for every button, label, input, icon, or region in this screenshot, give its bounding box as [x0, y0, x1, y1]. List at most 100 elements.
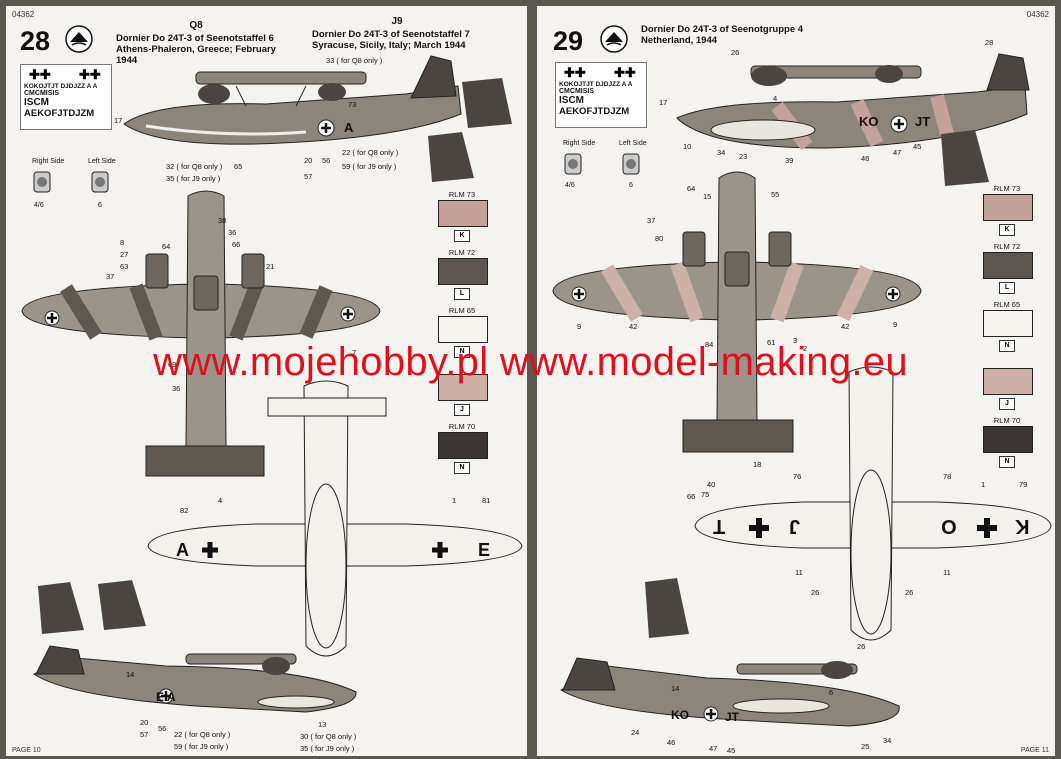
- callout: 64: [687, 184, 696, 193]
- callout: 80: [655, 234, 664, 243]
- step-number: 28: [20, 26, 51, 56]
- bottom-view: [147, 380, 523, 657]
- instruction-page-right: 04362 29 Dornier Do 24T-3 of Seenotgrupp…: [537, 6, 1055, 756]
- fuselage-code: KO: [859, 114, 879, 129]
- wing-code: E: [478, 540, 491, 560]
- sight-number: 4/6: [565, 182, 575, 189]
- side-profile-bottom: [32, 645, 357, 713]
- paint-symbol: N: [999, 340, 1015, 352]
- side-profile-top: [676, 53, 1030, 151]
- callout: 24: [631, 728, 640, 737]
- top-view: [21, 190, 381, 477]
- callout: 46: [861, 154, 870, 163]
- decal-row: KOKOJTJT DJDJZZ A A: [559, 81, 633, 88]
- paint-label: RLM 73: [448, 190, 476, 199]
- callout: 2: [803, 344, 808, 353]
- callout: 9: [577, 322, 582, 331]
- callout: 11: [795, 568, 803, 577]
- callout: 36: [228, 228, 237, 237]
- paint-swatch: [983, 194, 1033, 221]
- fuselage-code: E A: [156, 690, 176, 704]
- callout: 1: [981, 480, 986, 489]
- callout: 47: [893, 148, 902, 157]
- wing-code: T: [713, 515, 726, 537]
- callout: 63: [120, 262, 129, 271]
- paint-label: RLM 65: [993, 300, 1021, 309]
- callout: 45: [727, 746, 736, 755]
- paint-symbol: N: [454, 346, 470, 358]
- bottom-view: [694, 366, 1052, 641]
- callout: 81: [482, 496, 491, 505]
- callout: 4: [218, 496, 223, 505]
- callout: 75: [701, 490, 710, 499]
- sight-left-label: Left Side: [88, 158, 116, 165]
- fuselage-code: KO: [671, 708, 689, 722]
- decal-row: KOKOJTJT DJDJZZ A A: [24, 83, 98, 90]
- callout: 26: [905, 588, 914, 597]
- paint-swatch: [983, 310, 1033, 337]
- callout: 55: [771, 190, 780, 199]
- aircraft-profiles-right: [552, 53, 1052, 727]
- callout: 46: [667, 738, 676, 747]
- callout: 33 ( for Q8 only ): [326, 56, 383, 65]
- callout: 47: [709, 744, 718, 753]
- page-number: PAGE 10: [12, 747, 41, 754]
- fuselage-code: JT: [725, 710, 740, 724]
- paint-swatch: [983, 368, 1033, 395]
- callout: 21: [266, 262, 275, 271]
- callout: 64: [162, 242, 171, 251]
- paint-label: RLM 65: [448, 306, 476, 315]
- callout: 57: [304, 172, 313, 181]
- callout: 76: [793, 472, 802, 481]
- callout: 34: [883, 736, 892, 745]
- kit-number: 04362: [12, 10, 35, 19]
- callout: 6: [829, 688, 834, 697]
- callout: 35 ( for J9 only ): [300, 744, 355, 753]
- decal-row: CMCMISIS: [24, 90, 59, 97]
- tail-fin-detail: [645, 130, 989, 638]
- paint-swatch: [438, 200, 488, 227]
- location-line: Athens-Phaleron, Greece; February 1944: [116, 44, 276, 66]
- callout: 45: [913, 142, 922, 151]
- wing-code: O: [941, 515, 957, 537]
- callout: 20: [140, 718, 149, 727]
- gun-sight-icon: [564, 153, 640, 175]
- callout: 7: [352, 348, 357, 357]
- variant-code: J9: [391, 16, 403, 27]
- paint-swatch: [438, 258, 488, 285]
- callout: 79: [1019, 480, 1028, 489]
- variant-code: Q8: [189, 20, 203, 31]
- sight-number: 6: [629, 182, 633, 189]
- callout: 37: [647, 216, 656, 225]
- callout: 1: [452, 496, 457, 505]
- decal-row: CMCMISIS: [559, 88, 594, 95]
- paint-label: RLM 70: [993, 416, 1021, 425]
- callout: 65: [234, 162, 243, 171]
- kit-number: 04362: [1026, 10, 1049, 19]
- callout: 57: [140, 730, 149, 739]
- sight-left-label: Left Side: [619, 140, 647, 147]
- callout: 13: [318, 720, 327, 729]
- aircraft-line: Dornier Do 24T-3 of Seenotstaffel 7: [312, 29, 470, 40]
- callout: 4: [773, 94, 778, 103]
- paint-symbol: N: [999, 456, 1015, 468]
- aircraft-line: Dornier Do 24T-3 of Seenotstaffel 6: [116, 33, 274, 44]
- paint-symbol: N: [454, 462, 470, 474]
- callout: 37: [106, 272, 115, 281]
- seenot-emblem-icon: [65, 25, 93, 53]
- sight-right-label: Right Side: [32, 158, 65, 165]
- callout: 26: [731, 48, 740, 57]
- paint-symbol: J: [454, 404, 470, 416]
- top-view: [552, 171, 922, 453]
- callout: 26: [811, 588, 820, 597]
- callout: 26: [857, 642, 866, 651]
- paint-swatch: [438, 316, 488, 343]
- callout: 66: [232, 240, 241, 249]
- paint-symbol: J: [999, 398, 1015, 410]
- callout: 34: [717, 148, 726, 157]
- callout: 25: [861, 742, 870, 751]
- callout: 14: [671, 684, 680, 693]
- sight-right-label: Right Side: [563, 140, 596, 147]
- instruction-page-left: 04362 28 Q8 Dornier Do 24T-3 of Seenotst…: [6, 6, 527, 756]
- callout: 17: [114, 116, 123, 125]
